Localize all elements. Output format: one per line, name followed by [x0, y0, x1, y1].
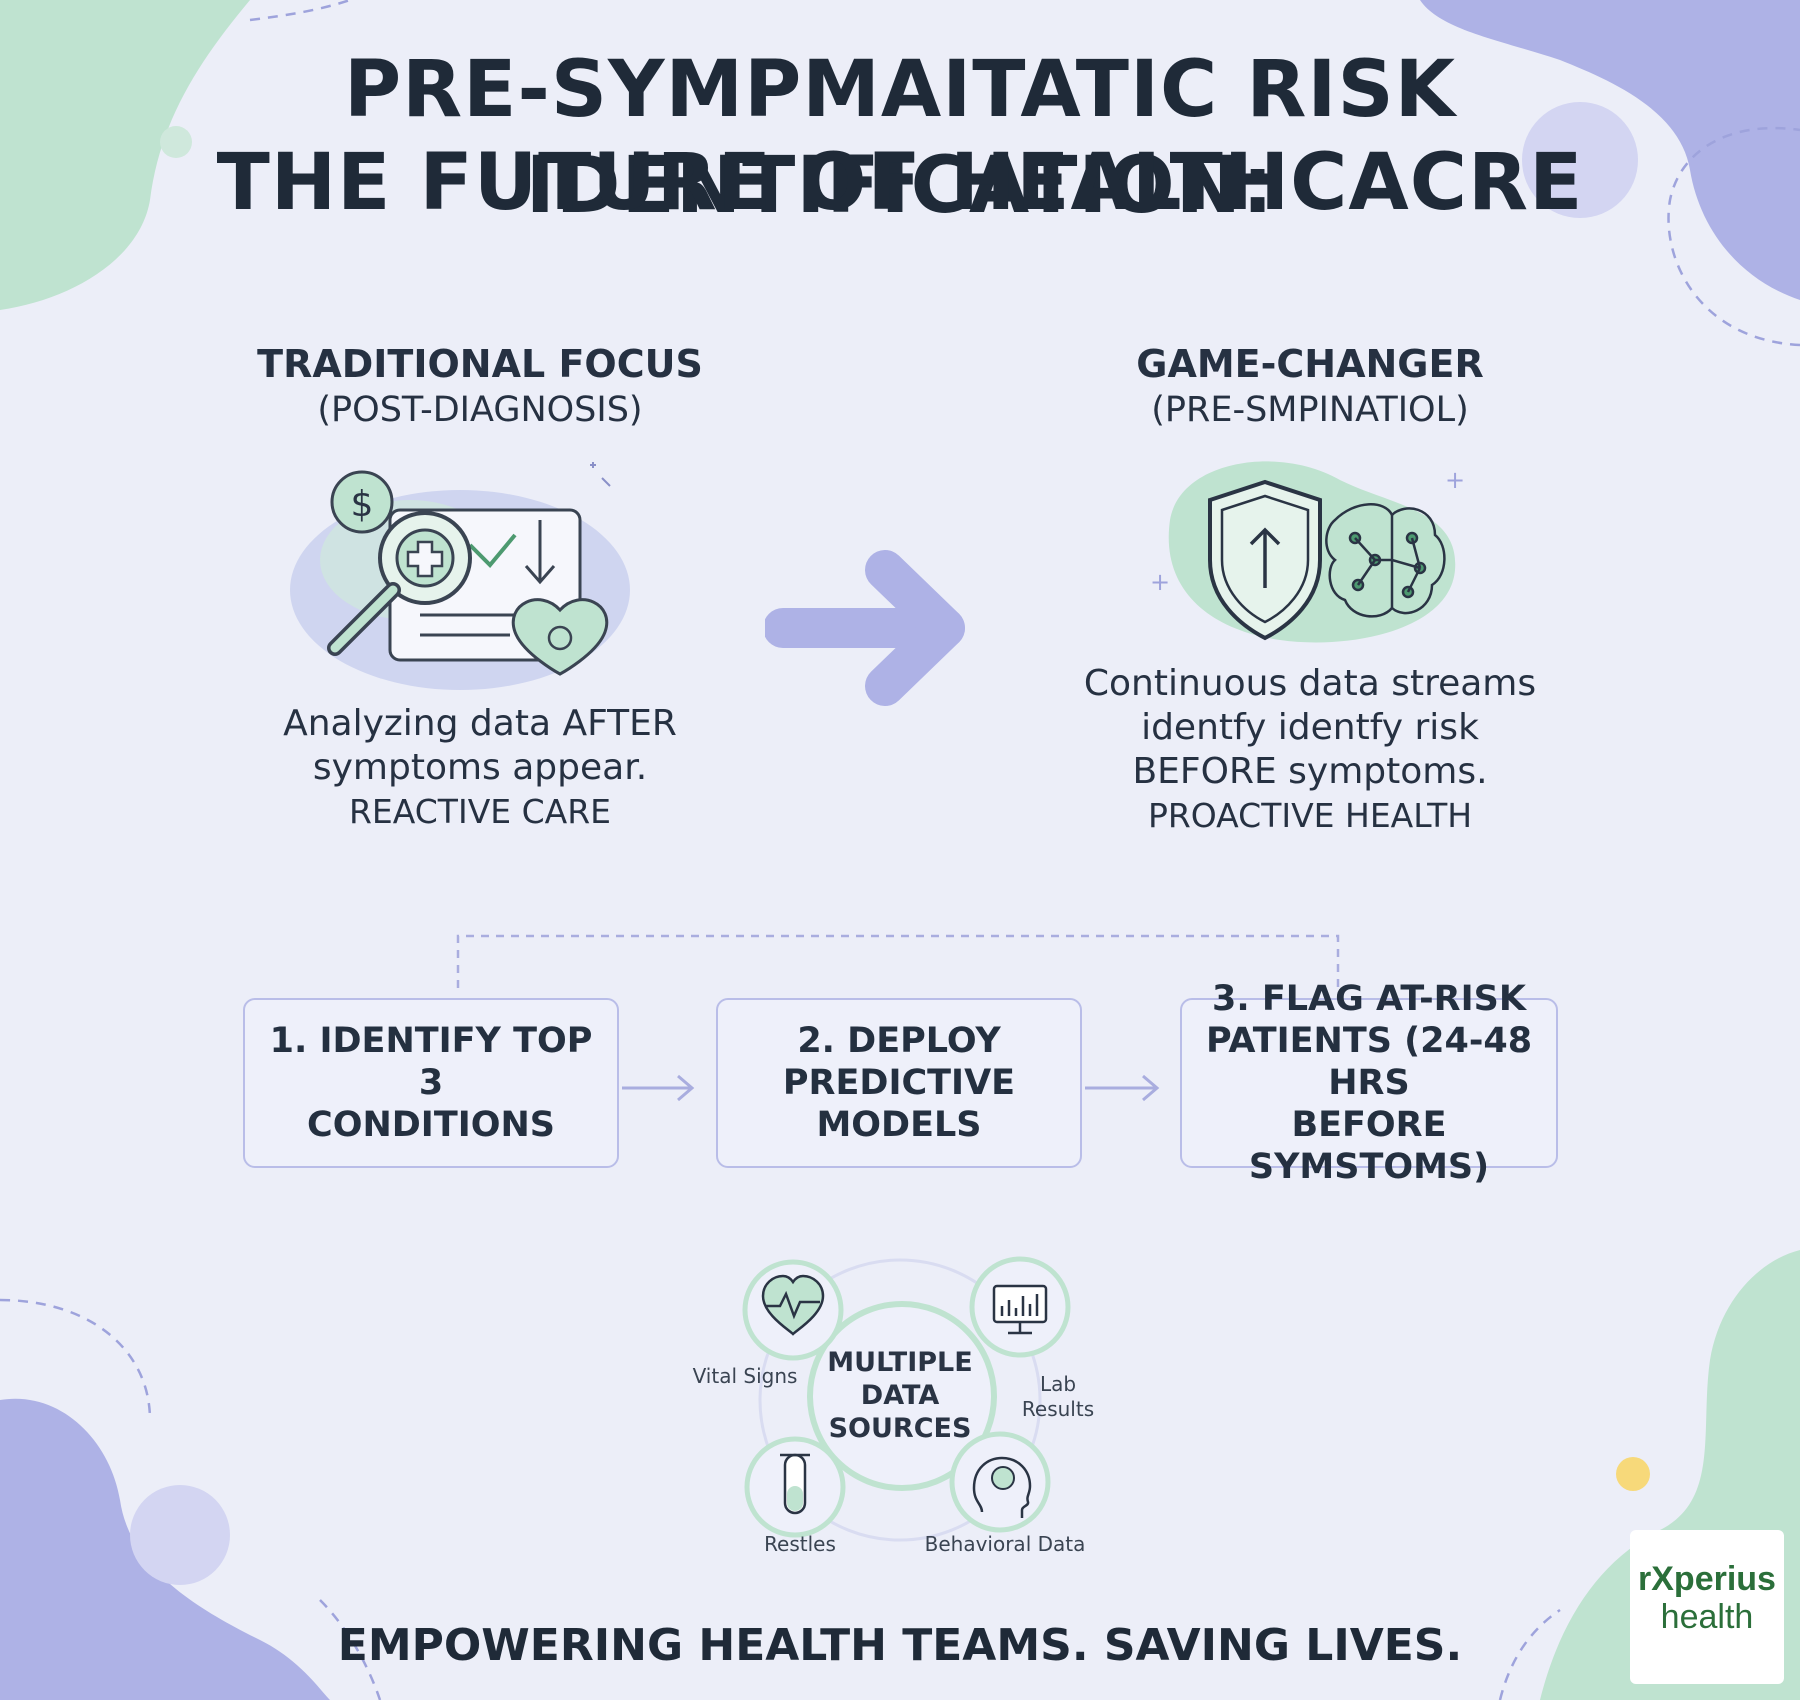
step-arrows [622, 1074, 1160, 1102]
step-deploy-models: 2. DEPLOY PREDICTIVE MODELS [716, 998, 1082, 1168]
reactive-care-illustration: $ [290, 462, 630, 690]
page-title-line-2: THE FUTURE OF HEALTHCACRE [216, 138, 1584, 228]
behavioral-data-label: Behavioral Data [924, 1532, 1086, 1556]
step-1-label: 1. IDENTIFY TOP 3 CONDITIONS [269, 1021, 593, 1145]
restles-label: Restles [764, 1532, 836, 1556]
traditional-desc-line-3: REACTIVE CARE [348, 792, 612, 831]
svg-text:+: + [1150, 568, 1170, 596]
footer-tagline: EMPOWERING HEALTH TEAMS. SAVING LIVES. [337, 1620, 1463, 1671]
step-2-label: 2. DEPLOY PREDICTIVE MODELS [782, 1021, 1016, 1145]
svg-text:+: + [1445, 466, 1465, 494]
dashed-arc-top [249, 0, 351, 22]
data-sources-center-label: MULTIPLE DATA SOURCES [827, 1347, 973, 1444]
step-arrow-2 [1085, 1074, 1160, 1102]
game-changer-desc-line-4: PROACTIVE HEALTH [1147, 796, 1473, 835]
dashed-arc-bottom-left [0, 1298, 152, 1421]
game-changer-heading: GAME-CHANGER [1136, 342, 1484, 386]
game-changer-subheading: (PRE-SMPINATIOL) [1151, 390, 1469, 430]
game-changer-desc-line-1: Continuous data streams [1083, 663, 1537, 704]
traditional-focus-subheading: (POST-DIAGNOSIS) [317, 390, 643, 430]
page-title-line-1: PRE-SYMPMAITATIC RISK IDENTIFICATION: [343, 45, 1457, 231]
dot-top-right [1522, 102, 1638, 218]
brain-network-icon [1325, 503, 1446, 618]
traditional-desc-line-2: symptoms appear. [312, 747, 648, 788]
traditional-focus-description: Analyzing data AFTER symptoms appear. RE… [230, 702, 730, 834]
dashed-arc-top-right [1667, 126, 1800, 347]
blob-top-left [0, 0, 250, 310]
game-changer-desc-line-3: BEFORE symptoms. [1132, 751, 1488, 792]
step-flag-patients: 3. FLAG AT-RISK PATIENTS (24-48 HRS BEFO… [1180, 979, 1558, 1187]
traditional-focus-header: TRADITIONAL FOCUS (POST-DIAGNOSIS) [230, 340, 730, 432]
game-changer-desc-line-2: identfy identfy risk [1141, 707, 1479, 748]
rxperius-health-logo: rXperius health [1630, 1530, 1784, 1684]
lab-results-label-line-2: Results [1021, 1397, 1095, 1421]
logo-line-1: rXperius [1638, 1560, 1776, 1598]
dashed-arc-bottom-right [1498, 1608, 1561, 1700]
proactive-health-illustration: + + [1150, 461, 1465, 643]
game-changer-description: Continuous data streams identfy identfy … [1060, 662, 1560, 838]
blob-bottom-left [0, 1398, 330, 1700]
transition-arrow [765, 550, 965, 706]
step-arrow-1 [622, 1074, 695, 1102]
game-changer-header: GAME-CHANGER (PRE-SMPINATIOL) [1060, 340, 1560, 432]
dot-bottom-right [1616, 1457, 1650, 1491]
data-sources-hub [807, 1301, 997, 1491]
vital-signs-label: Vital Signs [692, 1364, 798, 1388]
data-sources-diagram [742, 1256, 1071, 1542]
lab-results-label: Lab Results [1003, 1372, 1113, 1422]
svg-text:$: $ [351, 484, 374, 525]
lab-results-label-line-1: Lab [1039, 1372, 1077, 1396]
step-3-label: 3. FLAG AT-RISK PATIENTS (24-48 HRS BEFO… [1205, 979, 1533, 1187]
heart-icon [511, 598, 609, 676]
dot-top-left [160, 126, 192, 158]
traditional-desc-line-1: Analyzing data AFTER [283, 703, 677, 744]
logo-line-2: health [1660, 1598, 1754, 1636]
dashed-arc-bottom-left-2 [319, 1599, 382, 1700]
dollar-icon [330, 470, 394, 534]
step-identify-conditions: 1. IDENTIFY TOP 3 CONDITIONS [243, 998, 619, 1168]
dot-bottom-left [130, 1485, 230, 1585]
traditional-focus-heading: TRADITIONAL FOCUS [257, 342, 703, 386]
blob-top-right [1420, 0, 1800, 300]
